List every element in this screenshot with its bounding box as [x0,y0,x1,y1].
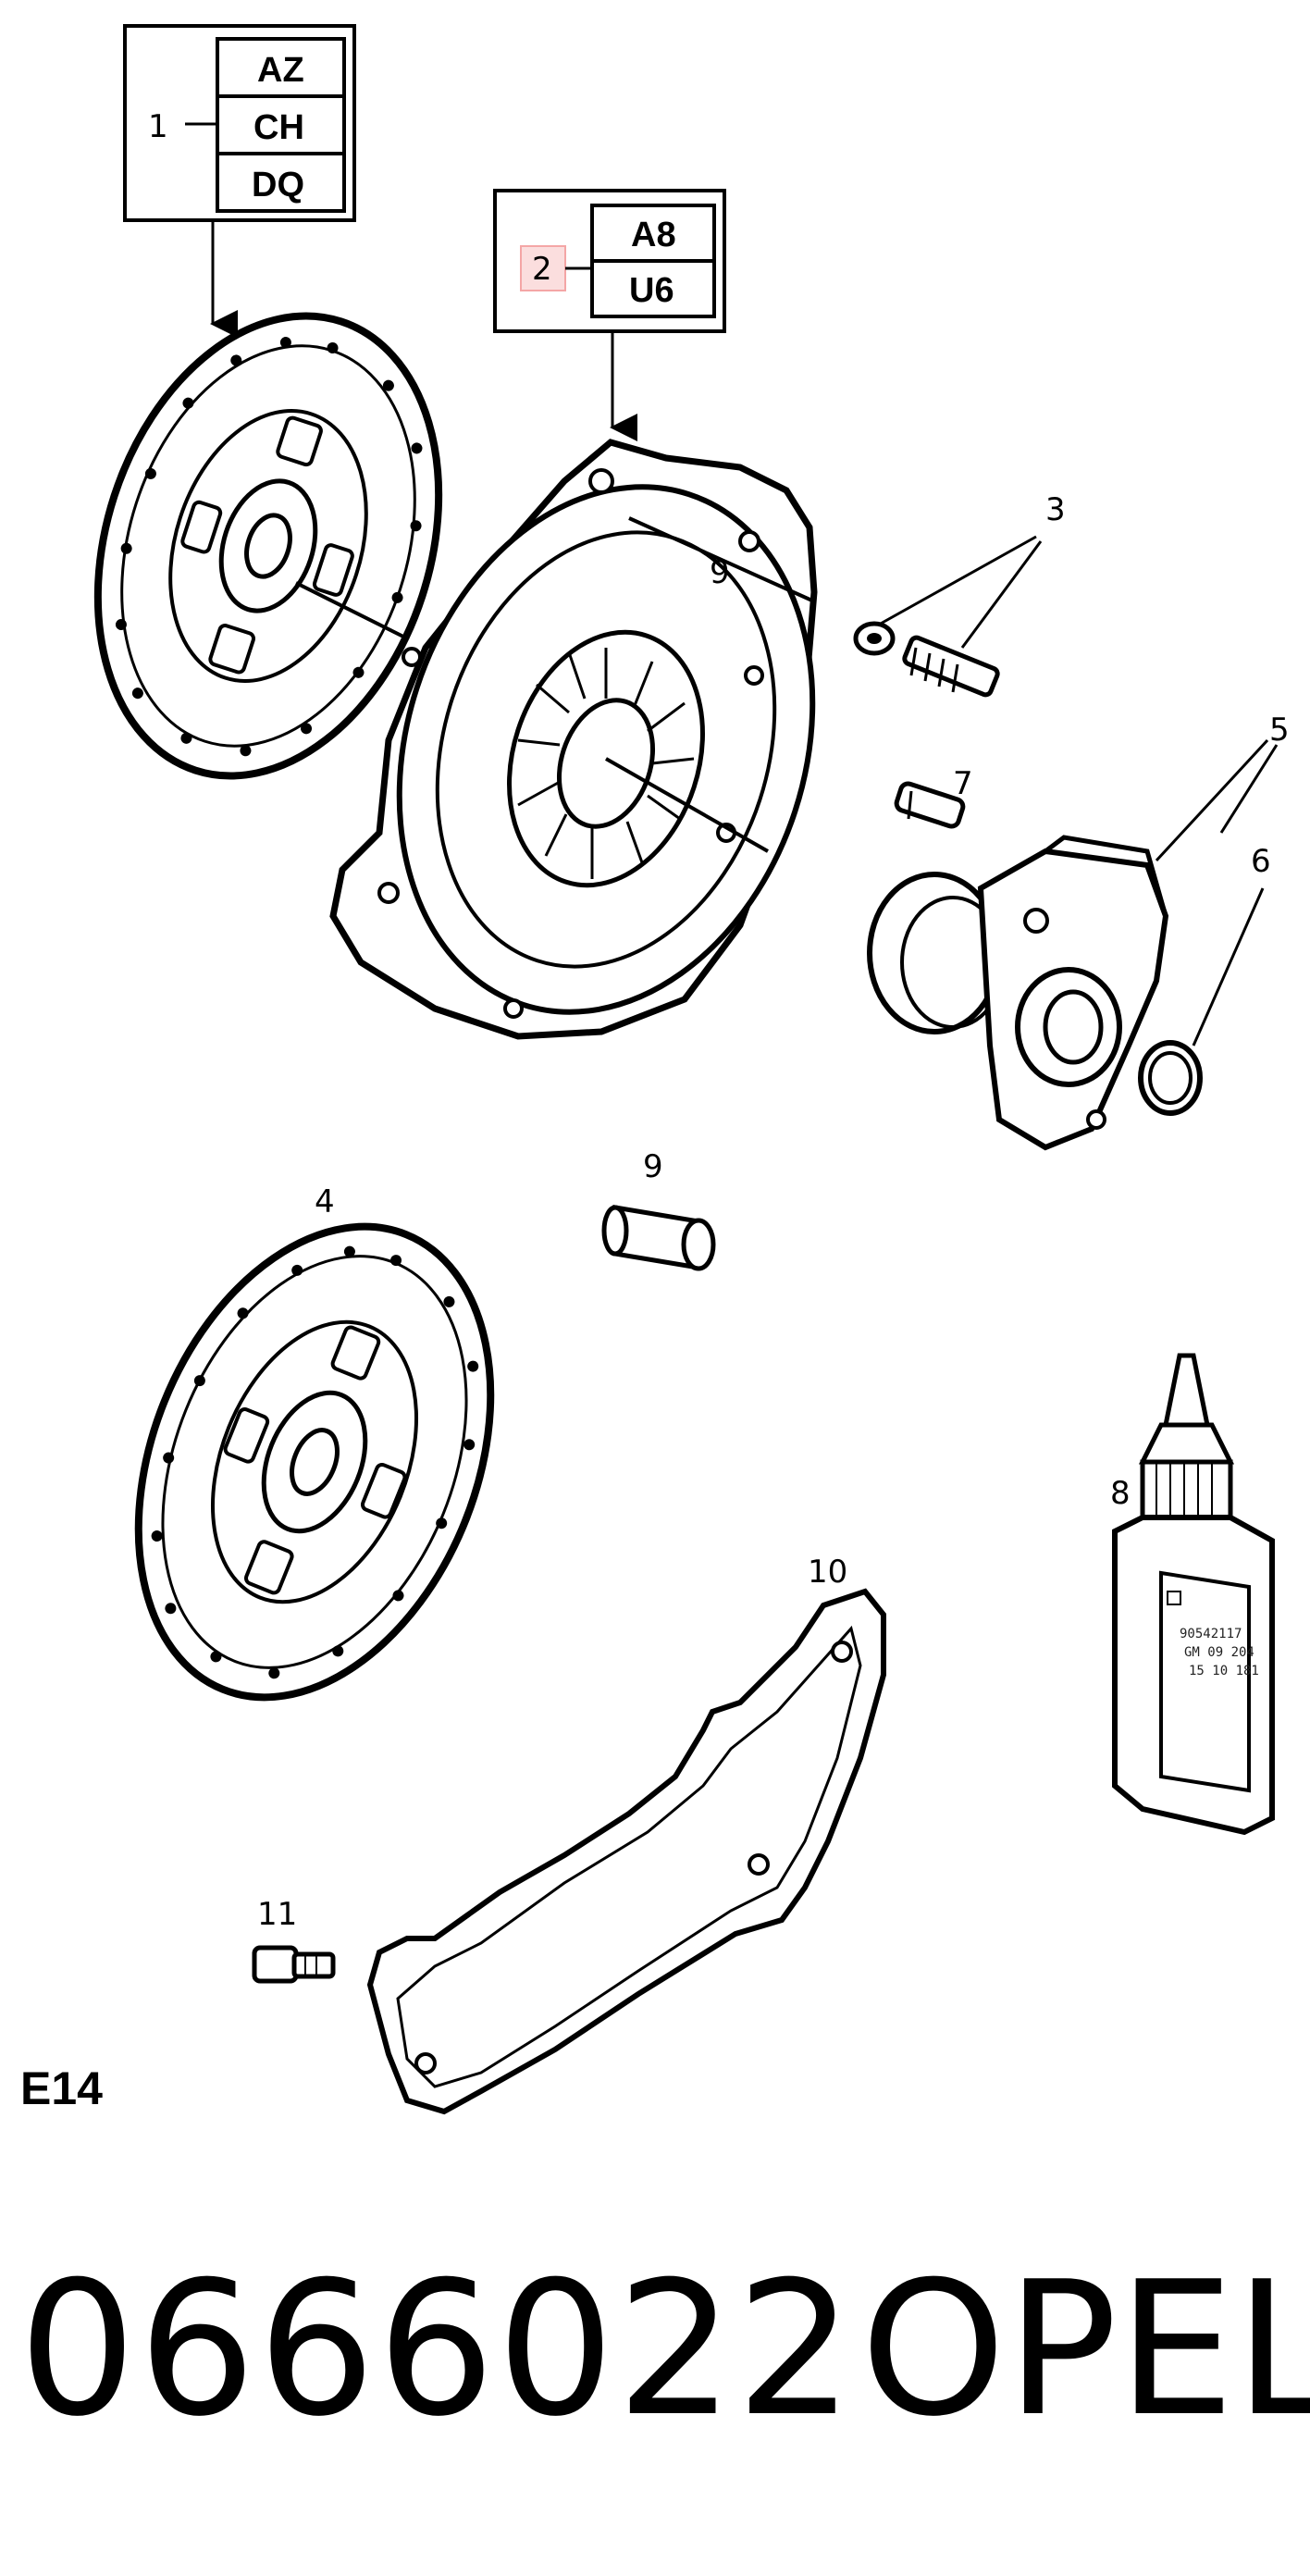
callout-disc-lower: 4 [315,1183,335,1220]
pilot-bearing [601,1205,716,1271]
alignment-line-upper [295,581,408,640]
callout-2-highlight [520,245,566,291]
tube-label-line-1: 90542117 [1180,1627,1242,1641]
legend-box-1: 1 AZ CH DQ [123,24,356,338]
tube-label-line-3: 15 10 181 [1189,1664,1259,1678]
callout-pilot-bearing-upper: 9 [710,554,730,591]
callout-cover-bolt: 11 [257,1896,297,1933]
legend-2-code-u6: U6 [629,271,674,310]
bolt-set [853,535,1043,698]
bleed-screw [894,781,966,829]
cover-bolt [252,1945,336,1984]
legend-2-callout: 2 [532,251,552,288]
alignment-line-bolts [628,516,815,603]
callout-lubricant-tube: 8 [1110,1475,1131,1512]
callout-cover-plate: 10 [808,1554,847,1591]
legend-1-code-ch: CH [253,108,304,147]
pressure-plate [329,439,818,1040]
part-number: 0666022 [19,2242,856,2458]
brand-name: OPEL [860,2242,1310,2458]
legend-2-code-a8: A8 [631,216,676,254]
callout-bleed-screw: 7 [953,765,973,802]
slave-cylinder [867,738,1279,1151]
cover-plate [366,1588,886,2115]
legend-1-code-dq: DQ [252,166,304,204]
legend-box-2: 2 A8 U6 [493,189,726,441]
clutch-disc-lower [134,1222,495,1702]
tube-label-line-2: GM 09 204 [1184,1645,1254,1660]
clutch-disc-upper [93,312,443,780]
seal-ring [1138,887,1265,1116]
legend-1-callout: 1 [148,108,168,145]
callout-slave-cylinder: 5 [1269,712,1290,749]
legend-1-code-az: AZ [257,51,304,90]
callout-pilot-bearing-lower: 9 [643,1148,663,1185]
callout-bolts: 3 [1045,491,1066,528]
callout-seal-ring: 6 [1251,843,1271,880]
lubricant-tube: 90542117 GM 09 204 15 10 181 [1112,1353,1275,1836]
sheet-code: E14 [20,2062,103,2114]
